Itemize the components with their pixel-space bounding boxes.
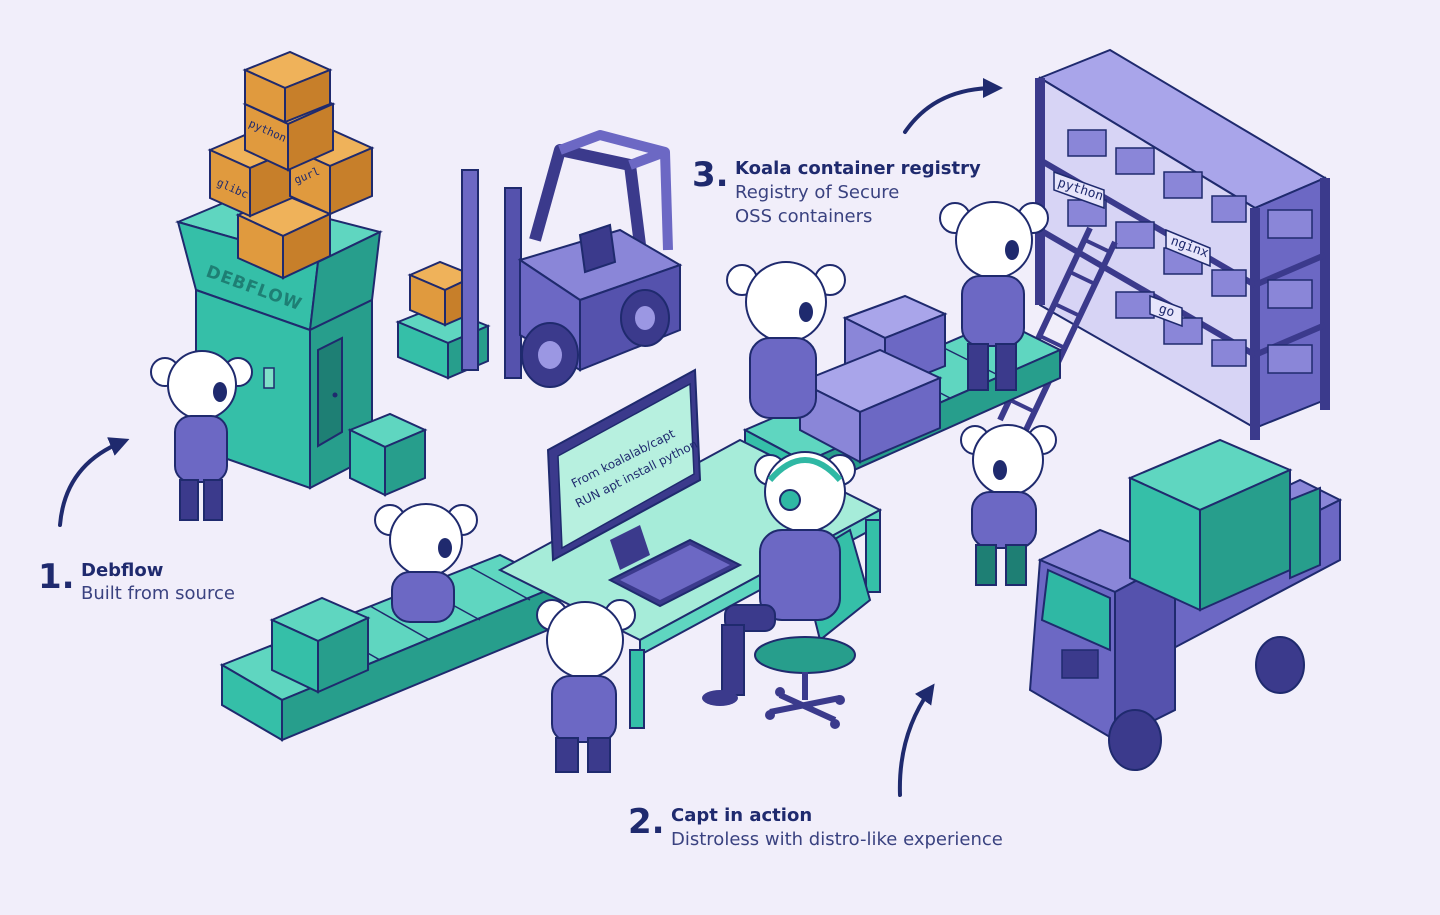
step-3-description-line-2: OSS containers bbox=[735, 206, 873, 227]
step-3-description-line-1: Registry of Secure bbox=[735, 182, 900, 203]
keyboard bbox=[607, 538, 743, 608]
step-1-number: 1. bbox=[38, 557, 75, 597]
belt-package bbox=[269, 596, 371, 694]
koala-developer bbox=[702, 451, 856, 706]
arrow-icon bbox=[58, 437, 130, 527]
step-1-title: Debflow bbox=[81, 560, 164, 581]
koala-loader bbox=[960, 424, 1057, 586]
step-2: 2. Capt in action Distroless with distro… bbox=[628, 805, 1048, 865]
arrow-icon bbox=[903, 78, 1003, 134]
forklift bbox=[395, 130, 683, 388]
koala-front bbox=[536, 599, 636, 773]
teal-crate bbox=[347, 412, 428, 497]
koala-belt-worker bbox=[374, 503, 478, 623]
registry-tag-go: go bbox=[1157, 302, 1177, 321]
koala-climber bbox=[939, 201, 1049, 391]
step-3-number: 3. bbox=[692, 155, 729, 195]
koala-packer bbox=[726, 261, 846, 419]
step-1: 1. Debflow Built from source bbox=[38, 560, 298, 620]
arrow-icon bbox=[897, 683, 935, 797]
package-stack: python glibc gurl bbox=[207, 50, 375, 280]
step-2-title: Capt in action bbox=[671, 805, 813, 826]
step-3-title: Koala container registry bbox=[735, 158, 981, 179]
step-3: 3. Koala container registry Registry of … bbox=[692, 158, 992, 238]
step-2-description: Distroless with distro-like experience bbox=[671, 829, 1003, 850]
step-1-description: Built from source bbox=[81, 583, 235, 604]
monitor: From koalalab/capt RUN apt install pytho… bbox=[546, 368, 702, 570]
headset-icon bbox=[779, 489, 801, 511]
koala-builder bbox=[150, 350, 253, 521]
step-2-number: 2. bbox=[628, 802, 665, 842]
delivery-truck bbox=[1028, 438, 1343, 771]
